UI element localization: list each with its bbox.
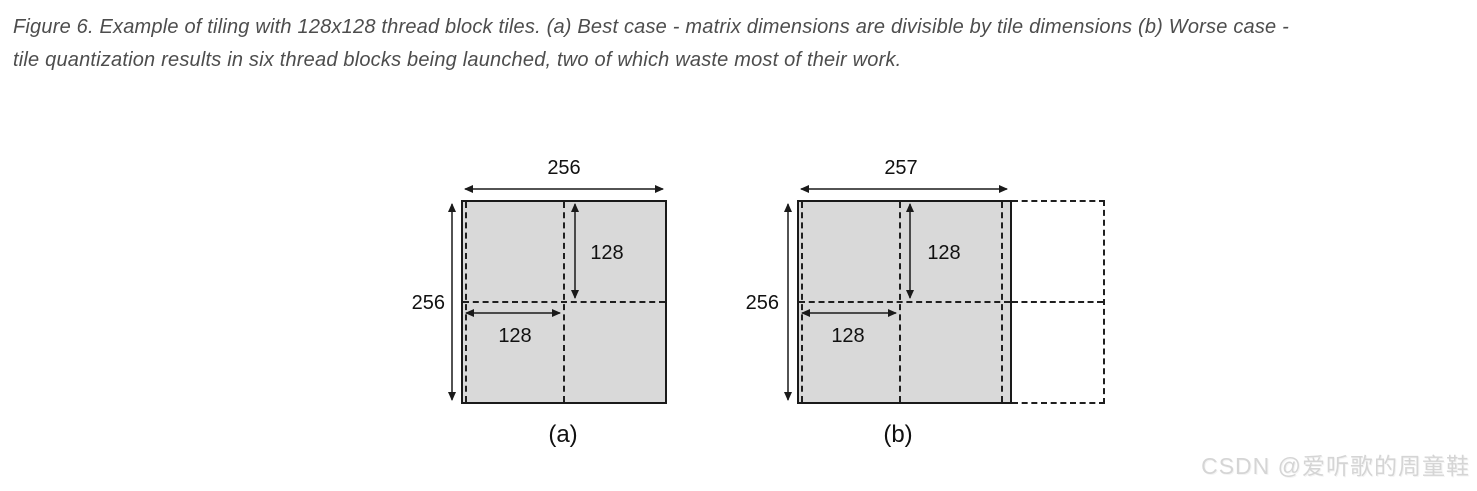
tile-height-label-a: 128 bbox=[590, 242, 624, 264]
panel-label-b: (b) bbox=[883, 421, 913, 448]
tile-boundary-horizontal-ghost-b bbox=[1012, 301, 1103, 303]
csdn-watermark: CSDN @爱听歌的周童鞋 bbox=[1201, 453, 1470, 479]
matrix-width-label-a: 256 bbox=[547, 157, 581, 179]
tile-width-label-a: 128 bbox=[498, 325, 532, 347]
figure-caption-line1: Figure 6. Example of tiling with 128x128… bbox=[13, 16, 1289, 38]
tile-width-label-b: 128 bbox=[831, 325, 865, 347]
tile-boundary-horizontal-b bbox=[799, 301, 1010, 303]
matrix-height-label-b: 256 bbox=[745, 292, 779, 314]
figure-caption-line2: tile quantization results in six thread … bbox=[13, 49, 902, 71]
matrix-height-label-a: 256 bbox=[411, 292, 445, 314]
tile-height-label-b: 128 bbox=[927, 242, 961, 264]
matrix-width-label-b: 257 bbox=[884, 157, 918, 179]
panel-label-a: (a) bbox=[548, 421, 578, 448]
tile-boundary-horizontal-a bbox=[463, 301, 665, 303]
figure-caption: Figure 6. Example of tiling with 128x128… bbox=[13, 11, 1289, 77]
